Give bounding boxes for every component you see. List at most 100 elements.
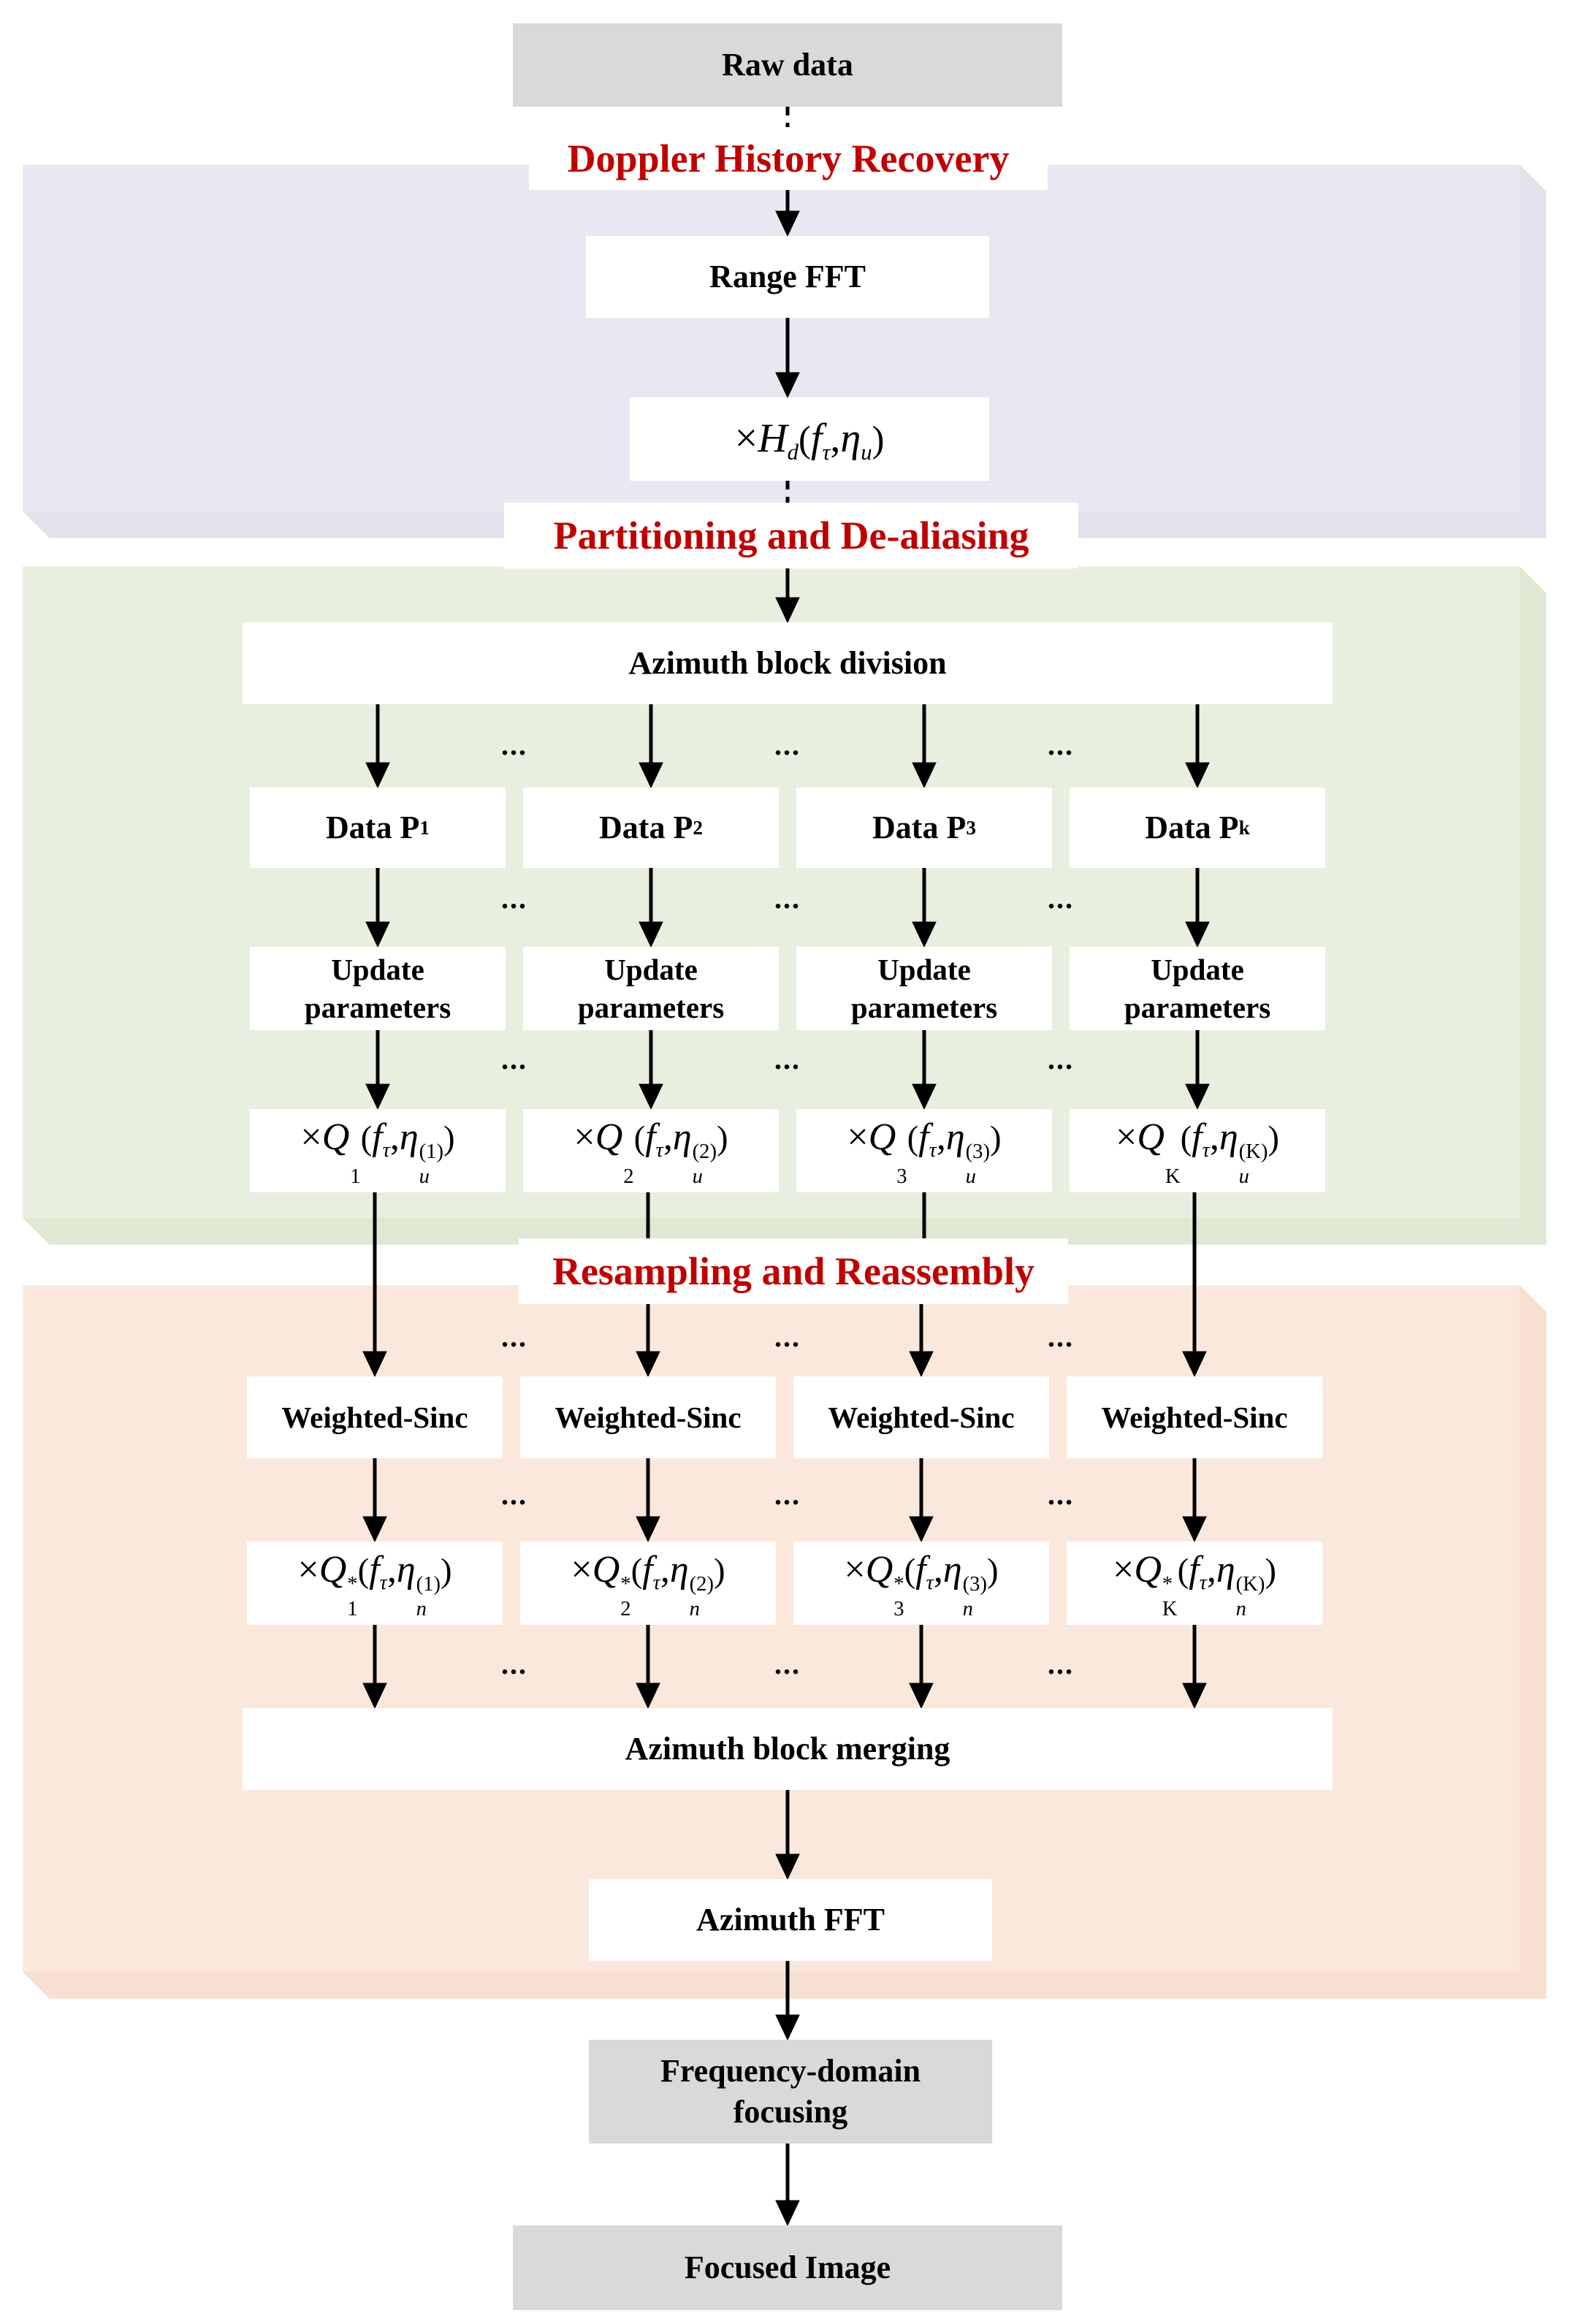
update-parameters-node: Update parameters [250,947,506,1030]
flow-arrow-head [909,1516,934,1543]
ellipsis: ... [501,882,527,915]
flow-arrow-head [1185,762,1210,789]
q-superscript: (1) [419,1140,443,1164]
flow-arrow-head [912,1083,937,1110]
ellipsis: ... [1048,882,1074,915]
data-block-label: Data P [872,809,967,845]
ellipsis: ... [774,882,801,915]
weighted-sinc-node: Weighted-Sinc [793,1376,1049,1458]
q-filter-node: ×Q 2(fτ,η(2)u) [523,1109,779,1192]
q-filter-node: ×Q 1(fτ,η(1)u) [250,1109,506,1192]
q-subscript: 2 [620,1598,631,1621]
ellipsis: ... [774,1320,801,1353]
ellipsis: ... [501,1320,527,1353]
update-parameters-node: Update parameters [523,947,779,1030]
flow-arrow-head [639,921,663,948]
q-conjugate-node: ×Q*3(fτ,η(3)n) [793,1542,1049,1625]
flow-arrow-head [912,921,937,948]
q-subscript: K [1165,1165,1181,1189]
ellipsis: ... [1048,728,1074,761]
ellipsis: ... [774,1043,801,1075]
q-subscript: 3 [896,1165,907,1189]
data-block-label: Data P [599,809,693,845]
data-block-label: Data P [1145,809,1239,845]
stage-label-partition: Partitioning and De-aliasing [504,503,1078,568]
q-superscript: (2) [689,1573,714,1596]
flow-arrow-head [909,1683,934,1710]
q-superscript: (1) [416,1573,441,1596]
azimuth-fft-node: Azimuth FFT [589,1879,992,1961]
ellipsis: ... [501,728,527,761]
ellipsis: ... [501,1647,527,1680]
q-subscript: K [1162,1598,1178,1621]
ellipsis: ... [774,1478,801,1511]
ellipsis: ... [1048,1043,1074,1075]
ellipsis: ... [501,1478,527,1511]
q-superscript: (3) [965,1140,990,1164]
q-filter-node: ×Q K(fτ,η(K)u) [1070,1109,1325,1192]
ellipsis: ... [774,728,801,761]
q-superscript: (3) [962,1573,987,1596]
q-conjugate-node: ×Q*2(fτ,η(2)n) [520,1542,776,1625]
weighted-sinc-node: Weighted-Sinc [1067,1376,1322,1458]
stage-label-doppler: Doppler History Recovery [529,127,1048,190]
flow-arrow-head [362,1351,387,1378]
data-block-label: Data P [326,809,420,845]
flow-arrow-head [775,372,800,399]
q-subscript: 2 [623,1165,634,1189]
ellipsis: ... [1048,1478,1074,1511]
ellipsis: ... [774,1647,801,1680]
flow-arrow-head [1182,1351,1207,1378]
ellipsis: ... [1048,1647,1074,1680]
update-parameters-node: Update parameters [1070,947,1325,1030]
flow-arrow-head [362,1516,387,1543]
flow-arrow-head [365,921,390,948]
flow-arrow-head [365,1083,390,1110]
q-conjugate-node: ×Q*K(fτ,η(K)n) [1067,1542,1322,1625]
q-superscript: (K) [1238,1140,1268,1164]
flow-arrow-head [1182,1516,1207,1543]
q-superscript: (K) [1235,1573,1265,1596]
flow-arrow-head [1185,1083,1210,1110]
q-subscript: 1 [350,1165,361,1189]
flow-arrow-head [909,1351,934,1378]
flow-arrow-head [639,1083,663,1110]
flow-arrow-head [639,762,663,789]
flow-arrow-head [775,210,800,237]
flow-arrow-head [912,762,937,789]
flow-arrow-head [1185,921,1210,948]
flow-arrow-head [365,762,390,789]
flow-arrow-head [362,1683,387,1710]
freq-focusing-node: Frequency-domain focusing [589,2040,992,2144]
update-parameters-node: Update parameters [796,947,1052,1030]
flow-arrow-head [775,2200,800,2227]
stage-label-resample: Resampling and Reassembly [519,1238,1068,1304]
ellipsis: ... [501,1043,527,1075]
flow-arrow-head [636,1351,660,1378]
flow-arrow-head [775,597,800,624]
weighted-sinc-node: Weighted-Sinc [520,1376,776,1458]
focused-image-node: Focused Image [513,2225,1062,2310]
raw-data-node: Raw data [513,23,1062,107]
hd-filter-node: ×Hd(fτ,ηu) [630,397,989,481]
flow-arrow-head [775,2014,800,2041]
q-conjugate-node: ×Q*1(fτ,η(1)n) [247,1542,503,1625]
azimuth-division-node: Azimuth block division [243,622,1333,704]
q-filter-node: ×Q 3(fτ,η(3)u) [796,1109,1052,1192]
q-subscript: 1 [347,1598,358,1621]
q-subscript: 3 [893,1598,904,1621]
range-fft-node: Range FFT [586,236,989,318]
flow-arrow-head [636,1683,660,1710]
flow-arrow-head [636,1516,660,1543]
azimuth-merging-node: Azimuth block merging [243,1708,1333,1790]
flow-arrow-head [775,1854,800,1881]
q-superscript: (2) [692,1140,717,1164]
flow-arrow-head [1182,1683,1207,1710]
weighted-sinc-node: Weighted-Sinc [247,1376,503,1458]
